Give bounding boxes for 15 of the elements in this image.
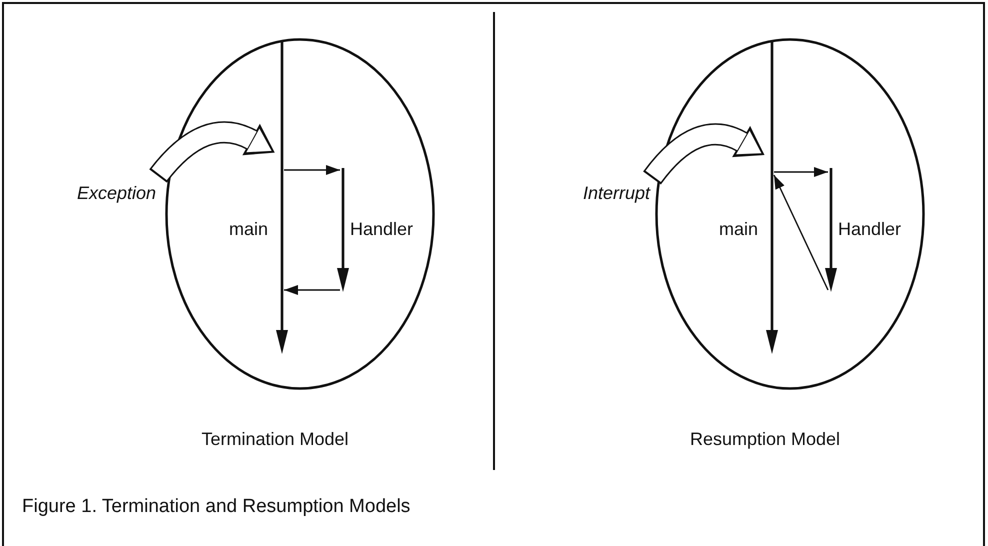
thread-label: Handler [350, 218, 414, 240]
thread-label: main [718, 218, 758, 240]
curved-arrow [643, 123, 766, 185]
event-label: Interrupt [572, 182, 650, 204]
arrow [773, 174, 829, 290]
arrow [774, 167, 828, 177]
model-caption: Resumption Model [688, 428, 842, 450]
curved-arrow [149, 121, 276, 183]
thread-label: Handler [838, 218, 902, 240]
event-label: Exception [68, 182, 156, 204]
arrow [284, 285, 340, 295]
thread-label: main [228, 218, 268, 240]
arrow [284, 165, 340, 175]
model-caption: Termination Model [200, 428, 350, 450]
figure-caption: Figure 1. Termination and Resumption Models [22, 496, 410, 518]
